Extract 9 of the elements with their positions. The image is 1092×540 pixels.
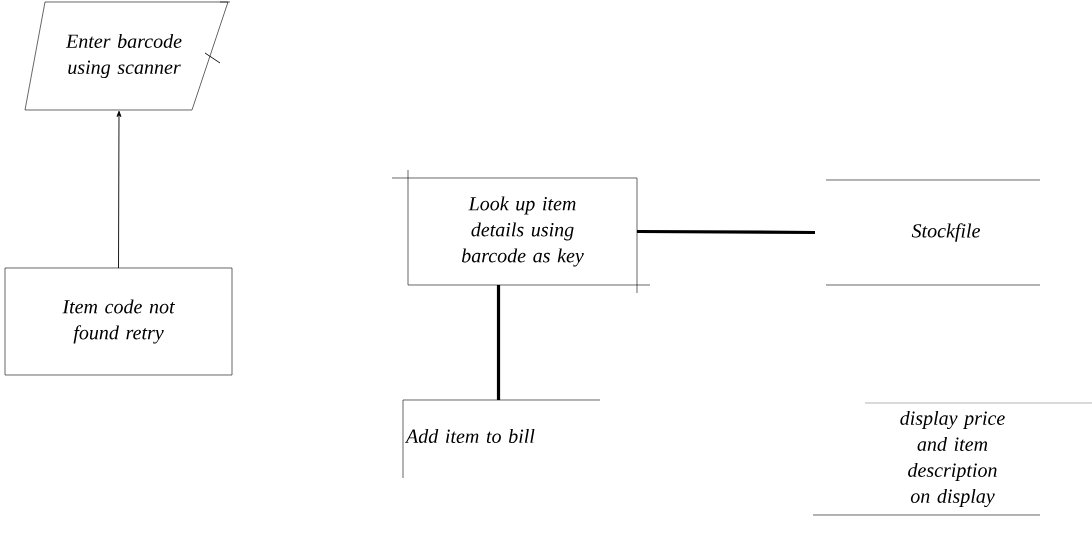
input-parallelogram: Enter barcode using scanner: [24, 1, 231, 111]
process-box: Item code not found retry: [4, 267, 233, 376]
connector-line: [204, 52, 221, 64]
connector-line: [496, 285, 501, 400]
process-box: Look up item details using barcode as key: [391, 169, 651, 294]
connector-line: [637, 229, 815, 235]
arrow: [116, 110, 122, 269]
process-box: Add item to bill: [402, 399, 601, 479]
data-store: Stockfile: [825, 179, 1041, 286]
